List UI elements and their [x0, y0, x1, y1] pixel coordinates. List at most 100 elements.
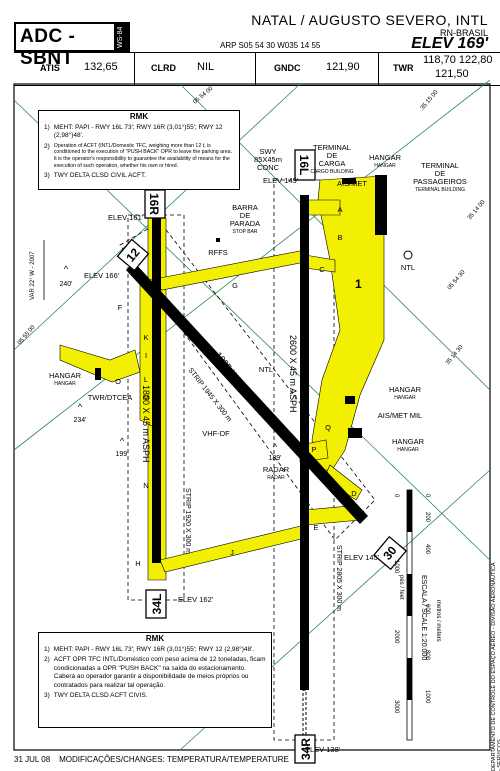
- freq-value: 121,90: [326, 61, 360, 73]
- military-hangar-label: HANGAR: [49, 371, 82, 380]
- hangar-sub-label-2: HANGAR: [394, 395, 416, 401]
- scale-tick: 2000: [393, 630, 399, 644]
- department-label: DEPARTAMENTO DE CONTROLE DO ESPAÇO AÉREO…: [491, 562, 500, 771]
- runway-16r-34l: [152, 218, 161, 563]
- scale-tick: 600: [424, 604, 430, 615]
- twr-dtcea-label: TWR/DTCEA: [88, 393, 133, 402]
- rwy-dim-16r: 1800 X 45 m ASPH: [141, 385, 151, 463]
- taxiway-b: B: [337, 233, 342, 242]
- threshold-elevations: ELEV 149' ELEV 138' ELEV 161' ELEV 162' …: [84, 176, 380, 754]
- buildings: [95, 175, 387, 438]
- cargo-terminal-label: CARGA: [319, 159, 346, 168]
- pax-terminal-label: TERMINAL: [421, 161, 459, 170]
- state-country: RN-BRASIL: [439, 28, 488, 38]
- remark-num: 2): [44, 656, 50, 663]
- taxiway-l: L: [144, 375, 148, 384]
- freq-twr: TWR 118,70 122,80 121,50: [379, 53, 500, 85]
- hangar-label: HANGAR: [369, 153, 402, 162]
- arp-coordinates: ARP S05 54 30 W035 14 55: [220, 41, 321, 50]
- taxiway-a-link: [304, 199, 341, 216]
- scale-bar: ESCALA / SCALE 1:20.000 metros / meters …: [398, 489, 441, 741]
- cargo-terminal-label: DE: [327, 151, 337, 160]
- scale-tick: 3000: [393, 700, 399, 714]
- terminal-building-block: [375, 175, 387, 235]
- freq-label: TWR: [393, 63, 414, 73]
- grid-label: 35 15 00: [420, 89, 440, 111]
- rwy-box-34r: [294, 734, 316, 764]
- facility-labels: SWY 85X45m CONC TERMINAL DE CARGA CARGO …: [49, 143, 467, 481]
- taxiway-p: P: [311, 445, 316, 454]
- hangar-sub-label: HANGAR: [374, 163, 396, 169]
- taxiway-n: N: [143, 481, 148, 490]
- elev-16r: ELEV 161': [108, 213, 144, 222]
- main-apron: [311, 175, 385, 471]
- remark-item: 3)TWY DELTA CLSD ACFT CIVIS.: [44, 692, 266, 701]
- scale-title: ESCALA / SCALE 1:20.000: [420, 575, 427, 660]
- chart-header: ADC - SBNT WS-84 NATAL / AUGUSTO SEVERO,…: [0, 0, 500, 69]
- airport-elevation: ELEV 169': [411, 35, 488, 52]
- cargo-building-label: CARGO BUILDING: [310, 169, 353, 175]
- swy-label: SWY: [259, 147, 276, 156]
- swy-conc-label: CONC: [257, 163, 280, 172]
- rffs-block: [216, 238, 220, 242]
- apron-taxiway-areas: [59, 175, 385, 581]
- remark-num: 3): [44, 171, 50, 179]
- obstacle-189: 189': [268, 455, 281, 462]
- taxiway-h: H: [135, 559, 140, 568]
- remarks-title: RMK: [129, 112, 149, 121]
- stop-bar-sub-label: STOP BAR: [232, 229, 257, 235]
- taxiway-o: O: [115, 377, 121, 386]
- chart-code-box: ADC - SBNT WS-84: [14, 22, 130, 69]
- scale-tick: 200: [424, 512, 430, 523]
- remark-item: 1)MEHT: PAPI - RWY 16L 73'; RWY 16R (3,0…: [44, 646, 266, 655]
- military-hangar-sub-label: HANGAR: [54, 381, 76, 387]
- vhf-df-label: VHF-DF: [202, 429, 230, 438]
- hangar-label-2: HANGAR: [389, 385, 422, 394]
- taxiway-k: K: [143, 333, 148, 342]
- strip-dim-16l: STRIP 2805 X 300 m: [335, 545, 342, 611]
- obstacle-symbol: ^: [64, 264, 69, 274]
- rwy-label-34l: 34L: [150, 594, 164, 615]
- runway-12-30: [126, 262, 368, 524]
- grid-label: 05 54 30: [447, 269, 467, 291]
- effective-date: 31 JUL 08: [14, 755, 51, 764]
- remark-text: TWY DELTA CLSD ACFT CIVIS.: [53, 692, 148, 699]
- rffs-label: RFFS: [208, 248, 228, 257]
- freq-atis: ATIS 132,65: [14, 53, 135, 85]
- taxiway-e: E: [313, 523, 318, 532]
- rwy-box-16l: [294, 149, 316, 181]
- obstacle-199: 199': [115, 451, 128, 458]
- scale-ticks: 0 200 400 600 800 1000 0 1000 2000 3000: [393, 494, 430, 714]
- remark-text: MEHT: PAPI - RWY 16L 73'; RWY 16R (3,01°…: [53, 645, 255, 653]
- taxiway-j: J: [230, 548, 234, 557]
- taxiway-i: I: [145, 351, 147, 360]
- changes-note: MODIFICAÇÕES/CHANGES: TEMPERATURA/TEMPER…: [59, 755, 289, 764]
- ntl-label-2: NTL: [259, 365, 273, 374]
- scale-tick: 0: [424, 494, 430, 498]
- freq-value: 132,65: [84, 61, 118, 73]
- taxiway-a: A: [337, 205, 342, 214]
- terminal-building-label: TERMINAL BUILDING: [415, 187, 465, 193]
- stop-bar-label: DE: [240, 211, 250, 220]
- obstacle-symbol: ^: [120, 436, 125, 446]
- strip-dim-16r: STRIP 1920 X 300 m: [184, 488, 191, 554]
- taxiway-m: M: [143, 393, 149, 402]
- rwy-label-34r: 34R: [299, 738, 313, 760]
- elev-12: ELEV 166': [84, 271, 120, 280]
- obstacle-240: 240': [59, 281, 72, 288]
- swy-dims-label: 85X45m: [254, 155, 282, 164]
- airport-name: NATAL / AUGUSTO SEVERO, INTL: [251, 12, 488, 28]
- taxiway-q: Q: [325, 423, 331, 432]
- hangar-label-3: HANGAR: [392, 437, 425, 446]
- radar-label: RADAR: [263, 465, 290, 474]
- freq-value: 121,50: [435, 68, 469, 80]
- obstacles: ^ 240' ^ 234' ^ 199' ^ 189': [59, 264, 281, 462]
- elev-34r: ELEV 138': [305, 745, 341, 754]
- obstacle-symbol: ^: [78, 402, 83, 412]
- grid-label: 05 54 00: [192, 85, 214, 105]
- remark-num: 3): [44, 692, 50, 699]
- remark-text: MEHT: PAPI - RWY 16L 73'; RWY 16R (3,01°…: [53, 123, 223, 140]
- grid-label: 05 55 00: [17, 324, 37, 346]
- freq-gndc: GNDC 121,90: [256, 53, 379, 85]
